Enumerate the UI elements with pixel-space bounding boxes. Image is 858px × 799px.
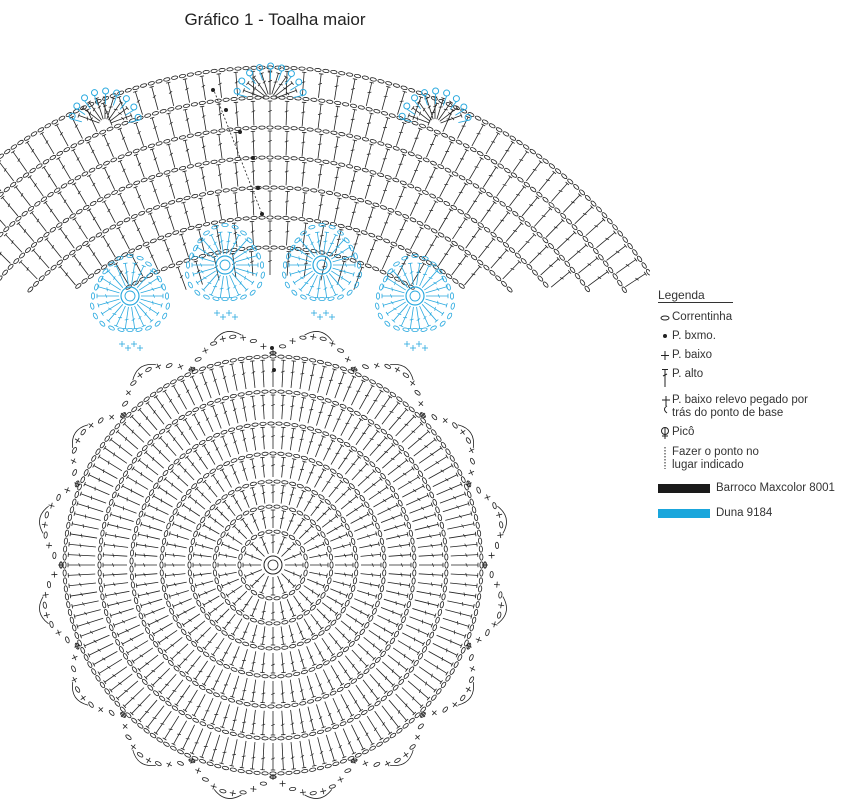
fan-tips: [68, 62, 472, 124]
legend-color-label: Duna 9184: [716, 507, 773, 519]
legend-item-label: P. baixo relevo pegado por trás do ponto…: [672, 394, 808, 419]
picot-icon: [658, 426, 672, 440]
legend-item-label: P. alto: [672, 368, 704, 380]
legend-item-label: Correntinha: [672, 311, 733, 323]
legend-item-label: P. baixo: [672, 349, 713, 361]
legend-item: Fazer o ponto no lugar indicado: [658, 446, 853, 472]
legend-item: P. baixo relevo pegado por trás do ponto…: [658, 394, 853, 420]
legend: Legenda Correntinha P. bxmo. P. baixo P. al…: [658, 288, 853, 526]
legend-title: Legenda: [658, 288, 733, 303]
legend-item: P. baixo: [658, 349, 853, 362]
legend-item-label: Fazer o ponto no lugar indicado: [672, 446, 759, 471]
doily-circle: [62, 354, 484, 776]
legend-item: P. alto: [658, 368, 853, 388]
doily-scalloped-edge: [39, 331, 507, 799]
slip-stitch-icon: [658, 330, 672, 342]
page-title: Gráfico 1 - Toalha maior: [184, 10, 366, 29]
slip-stitch-column: [211, 87, 276, 372]
legend-item: P. bxmo.: [658, 330, 853, 343]
chain-icon: [658, 311, 672, 323]
double-crochet-icon: [658, 368, 672, 388]
color-swatch: [658, 484, 710, 493]
placement-line-icon: [658, 446, 672, 470]
legend-item-label: Picô: [672, 426, 695, 438]
legend-item: Correntinha: [658, 311, 853, 324]
color-swatch: [658, 509, 710, 518]
legend-color: Barroco Maxcolor 8001: [658, 482, 853, 495]
crochet-chart: [0, 62, 650, 799]
single-crochet-icon: [658, 349, 672, 361]
legend-color: Duna 9184: [658, 507, 853, 520]
legend-color-label: Barroco Maxcolor 8001: [716, 482, 835, 494]
legend-item-label: P. bxmo.: [672, 330, 716, 342]
fan-panel: [0, 65, 650, 293]
accent-flowers: [90, 222, 455, 351]
back-post-sc-icon: [658, 394, 672, 416]
legend-item: Picô: [658, 426, 853, 440]
